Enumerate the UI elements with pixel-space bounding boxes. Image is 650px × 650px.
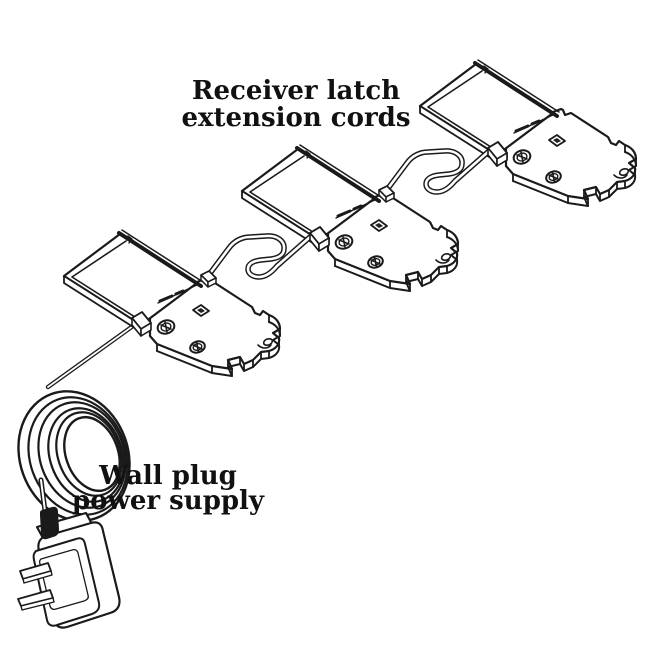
wall-plug-power-supply: [17, 506, 121, 629]
plug-prong: [17, 589, 55, 611]
coiled-power-cord: [17, 390, 131, 522]
label-power-supply: Wall plug power supply: [72, 461, 265, 516]
plug-prong: [19, 562, 53, 584]
label-power-supply-line1: Wall plug: [98, 461, 237, 491]
extension-cord-1: [208, 236, 310, 277]
power-cord-run: [45, 323, 136, 390]
label-extension-cords: Receiver latch extension cords: [182, 76, 411, 133]
strain-relief: [40, 506, 59, 540]
label-power-supply-line2: power supply: [72, 486, 265, 516]
label-extension-cords-line1: Receiver latch: [192, 76, 400, 106]
extension-cord-2: [386, 151, 488, 192]
label-extension-cords-line2: extension cords: [182, 103, 411, 133]
adapter-cord: [38, 477, 48, 514]
